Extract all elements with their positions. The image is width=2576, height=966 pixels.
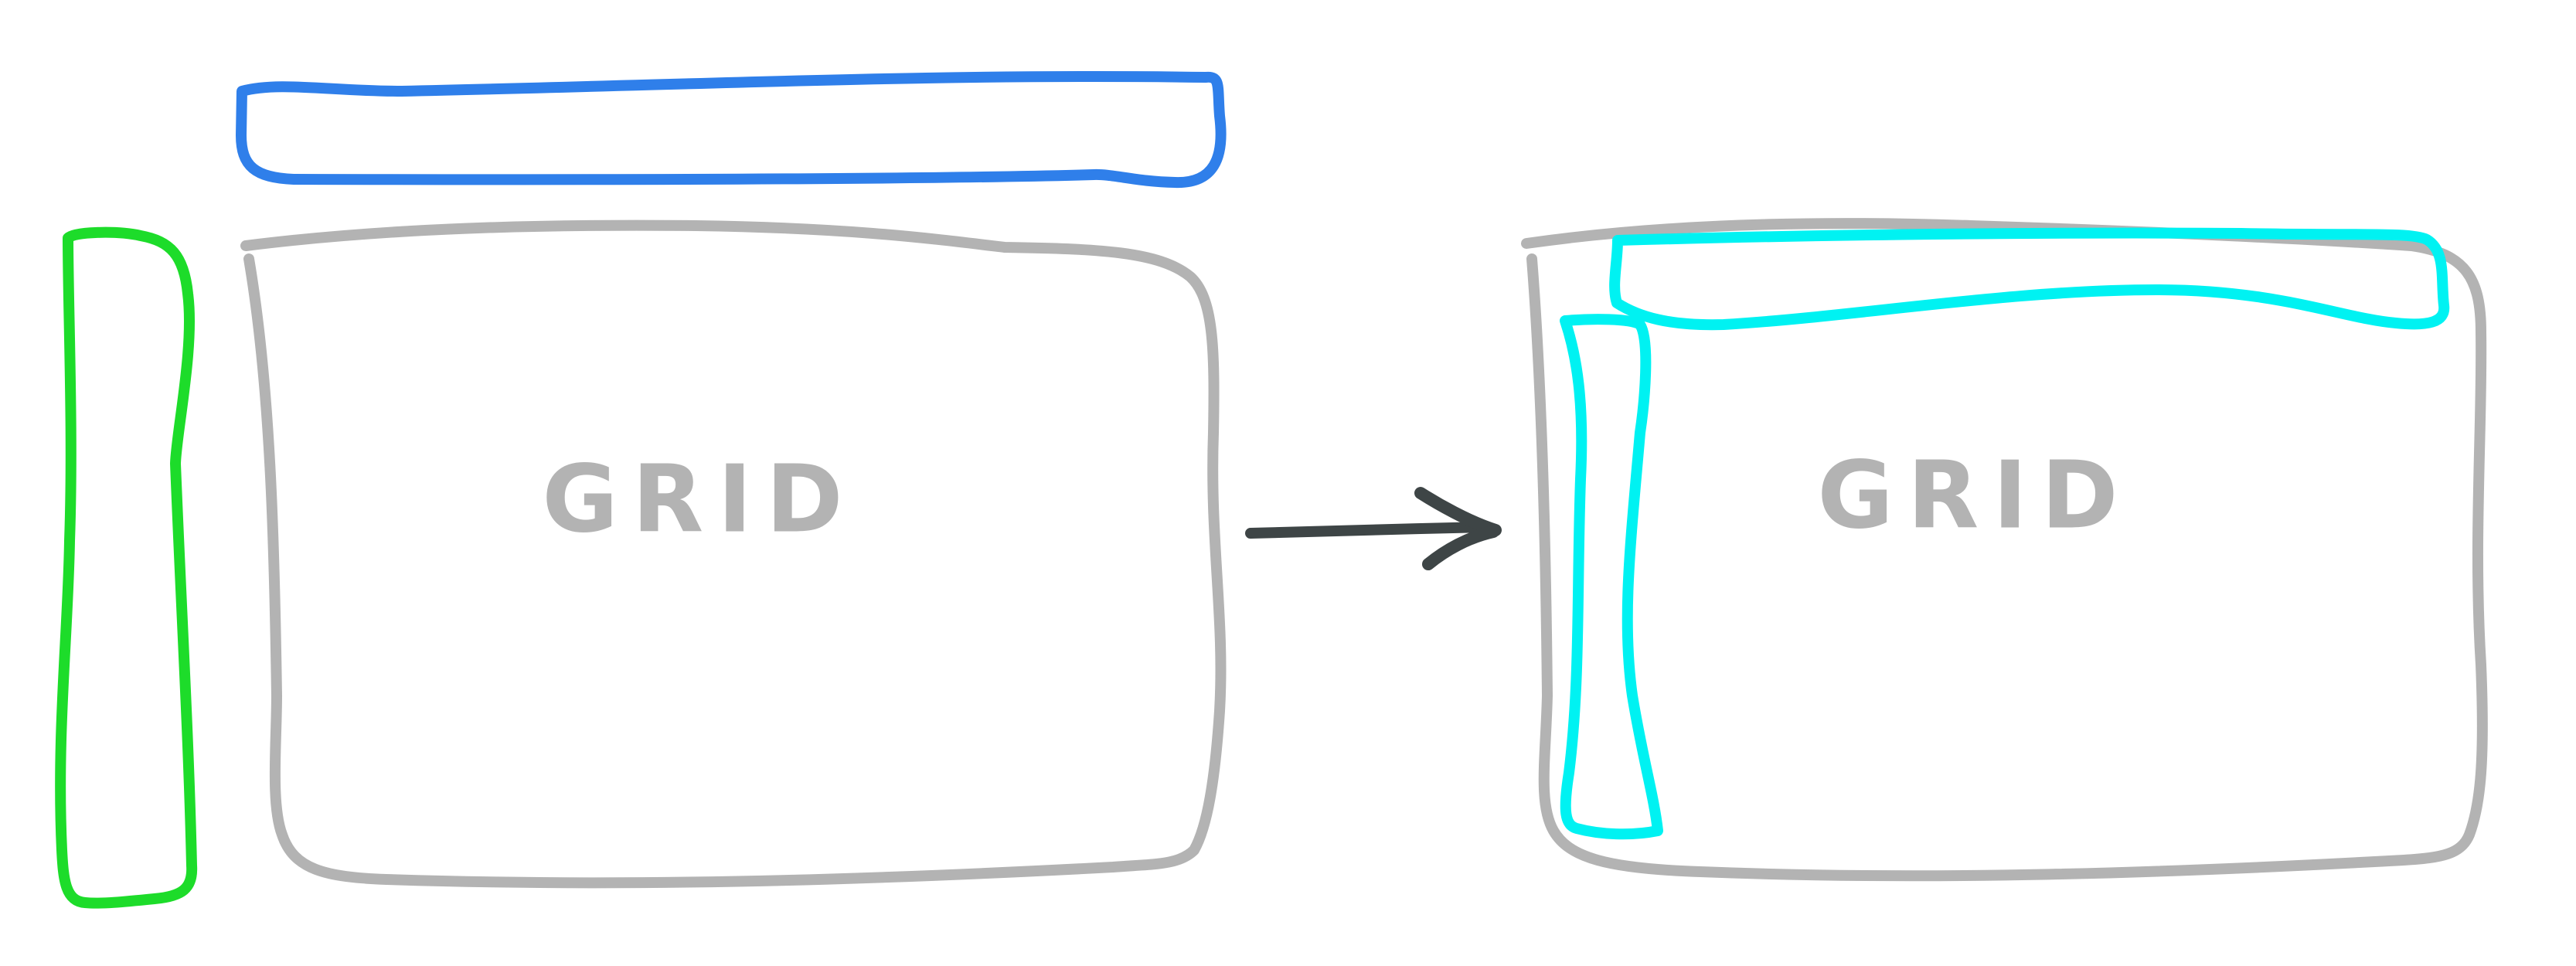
header-box [236,71,1227,189]
grid-label-after: GRID [1817,443,2132,550]
arrow-shaft [1245,522,1493,539]
arrow-right-icon [1245,487,1502,570]
grid-area [240,219,1227,889]
arrow-head-lower [1422,526,1499,570]
before-layout: GRID [55,71,1227,909]
after-layout: GRID [1521,218,2488,882]
grid-label-before: GRID [542,447,856,554]
sidebar-box [55,226,198,909]
sidebar-overlay-box [1560,314,1663,840]
header-overlay-box [1609,227,2450,331]
